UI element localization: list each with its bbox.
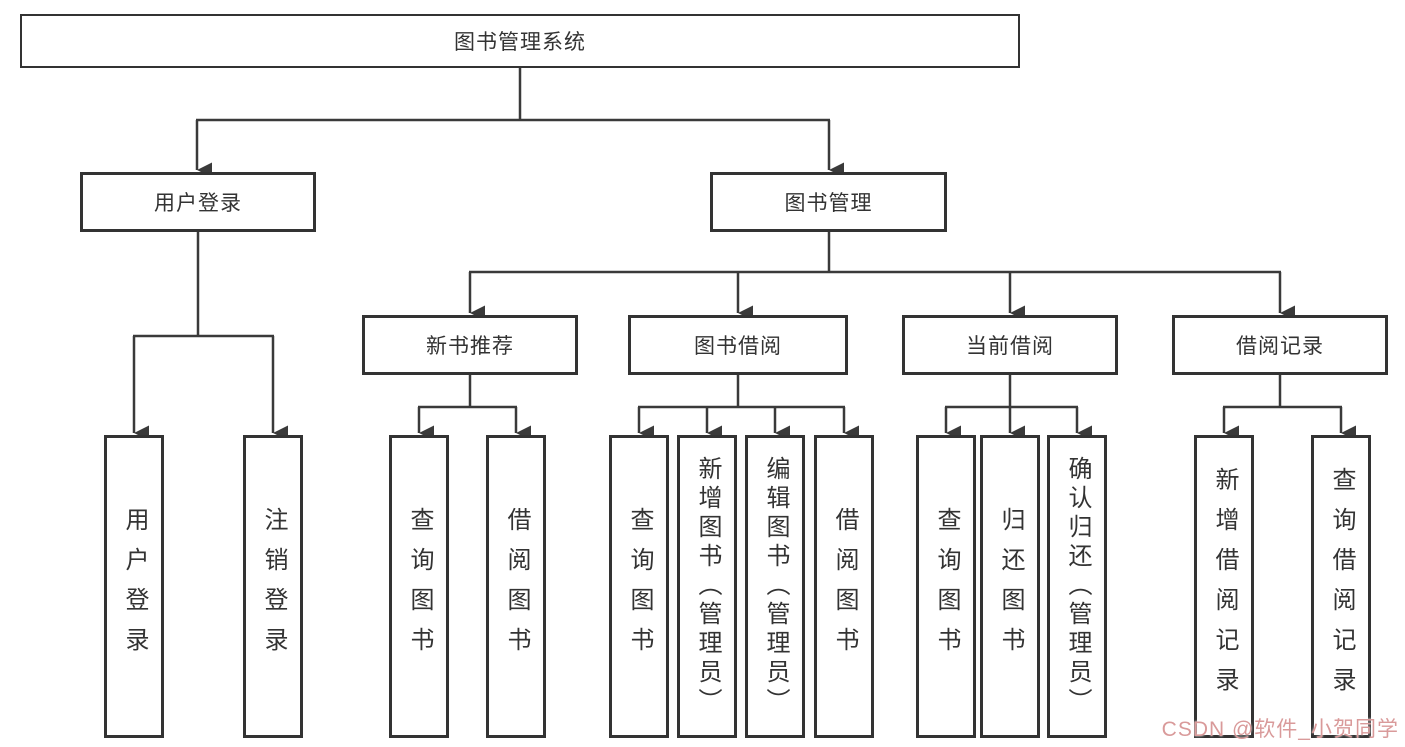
csdn-watermark: CSDN @软件_小贺同学 [1161, 718, 1399, 741]
leaf-add-book-admin-label: 新增图书（管理员） [694, 456, 721, 717]
leaf-user-login: 用户登录 [104, 435, 164, 738]
node-current-borrow-label: 当前借阅 [966, 335, 1054, 358]
leaf-query-book-label: 查询图书 [933, 506, 960, 667]
leaf-add-book-admin: 新增图书（管理员） [677, 435, 737, 738]
node-book-management: 图书管理 [710, 172, 947, 232]
leaf-query-book-label: 查询图书 [626, 506, 653, 667]
leaf-add-borrow-record-label: 新增借阅记录 [1211, 466, 1238, 707]
node-root: 图书管理系统 [20, 14, 1020, 68]
node-new-book-recommend-label: 新书推荐 [426, 335, 514, 358]
leaf-query-book-under-borrow: 查询图书 [609, 435, 669, 738]
leaf-user-login-label: 用户登录 [121, 506, 148, 667]
node-book-borrow-label: 图书借阅 [694, 335, 782, 358]
leaf-borrow-book-under-recommend: 借阅图书 [486, 435, 546, 738]
leaf-add-borrow-record: 新增借阅记录 [1194, 435, 1254, 738]
leaf-borrow-book-under-borrow: 借阅图书 [814, 435, 874, 738]
node-borrow-records-label: 借阅记录 [1236, 335, 1324, 358]
leaf-logout: 注销登录 [243, 435, 303, 738]
leaf-query-borrow-record: 查询借阅记录 [1311, 435, 1371, 738]
leaf-query-book-under-current: 查询图书 [916, 435, 976, 738]
node-book-management-label: 图书管理 [784, 192, 873, 215]
leaf-confirm-return-admin-label: 确认归还（管理员） [1064, 456, 1091, 717]
leaf-borrow-book-label: 借阅图书 [831, 506, 858, 667]
node-book-borrow: 图书借阅 [628, 315, 848, 375]
leaf-query-borrow-record-label: 查询借阅记录 [1328, 466, 1355, 707]
node-new-book-recommend: 新书推荐 [362, 315, 578, 375]
leaf-borrow-book-label: 借阅图书 [503, 506, 530, 667]
node-current-borrow: 当前借阅 [902, 315, 1118, 375]
node-user-login-label: 用户登录 [154, 192, 242, 215]
leaf-query-book-under-recommend: 查询图书 [389, 435, 449, 738]
node-root-label: 图书管理系统 [454, 31, 586, 54]
leaf-confirm-return-admin: 确认归还（管理员） [1047, 435, 1107, 738]
node-borrow-records: 借阅记录 [1172, 315, 1388, 375]
leaf-return-book-label: 归还图书 [997, 506, 1024, 667]
leaf-edit-book-admin: 编辑图书（管理员） [745, 435, 805, 738]
leaf-edit-book-admin-label: 编辑图书（管理员） [762, 456, 789, 717]
leaf-query-book-label: 查询图书 [406, 506, 433, 667]
leaf-return-book: 归还图书 [980, 435, 1040, 738]
node-user-login: 用户登录 [80, 172, 316, 232]
leaf-logout-label: 注销登录 [260, 506, 287, 667]
